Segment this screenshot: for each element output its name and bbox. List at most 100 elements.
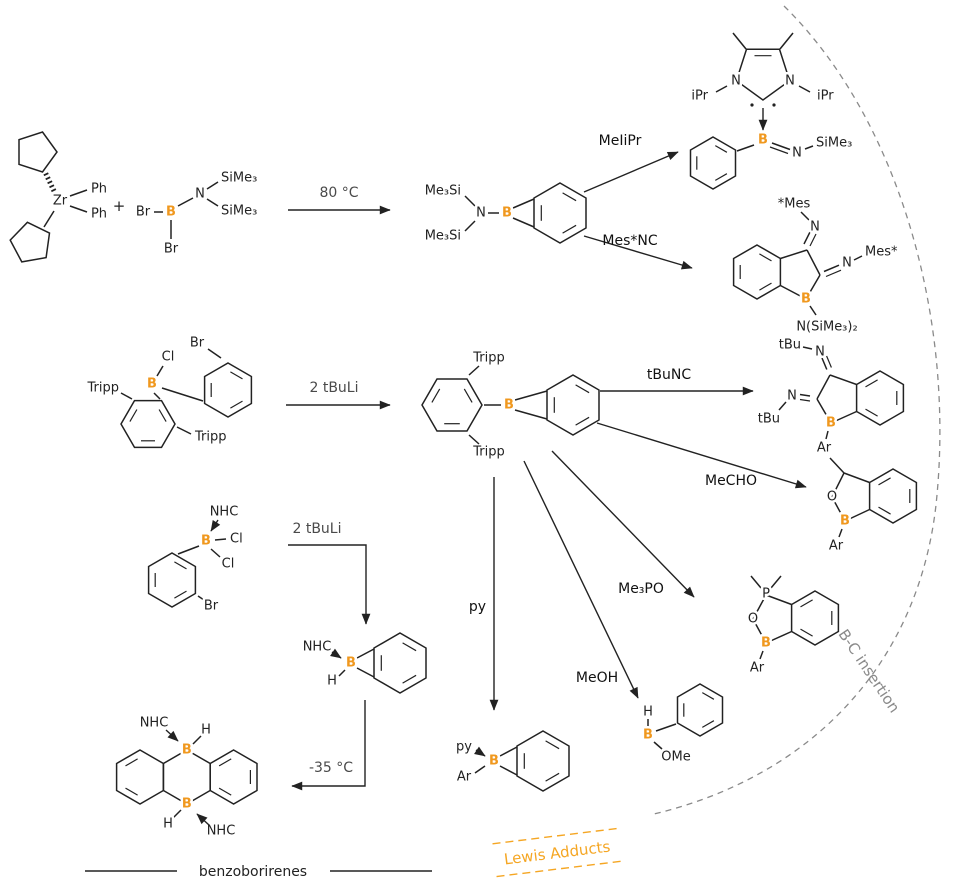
dative-arrow [210, 519, 221, 532]
cl-atom: Cl [162, 350, 175, 365]
phenyl-label: Ph [91, 207, 107, 222]
reagent-me3po: Me₃PO [618, 581, 664, 597]
boron-atom: B [840, 514, 850, 529]
tripp-group: Tripp [472, 445, 505, 460]
h-atom: H [163, 817, 173, 832]
ipr-group: iPr [691, 89, 708, 104]
nhc-group: NHC [210, 505, 239, 520]
boron-atom: B [201, 534, 211, 549]
n-atom: N [785, 74, 795, 89]
product-borirene-dimer: B B H NHC H NHC [115, 716, 258, 839]
product-amino-benzoborirene: Me₃Si Me₃Si N B [425, 182, 587, 244]
n-atom: N [815, 345, 825, 360]
condition-tbuli: 2 tBuLi [292, 521, 341, 537]
dative-arrow [474, 746, 486, 757]
dative-arrow [330, 648, 342, 659]
arrow-mecho: MeCHO [596, 422, 807, 489]
arrow-tbuli-1: 2 tBuLi [286, 380, 391, 410]
central-aryl-benzoborirene: Tripp Tripp B [421, 351, 600, 460]
ar-group: Ar [750, 661, 765, 676]
benzo-ring [868, 468, 918, 524]
arrow-minus35: -35 °C [291, 700, 366, 791]
product-mecho-insertion: O B Ar [824, 457, 918, 554]
product-meoh-adduct: H B OMe [641, 683, 724, 765]
reactant-tripp-chloroborane: Br Cl B Tripp Tripp [87, 333, 253, 449]
boron-atom: B [147, 377, 157, 392]
reagent-tbunc: tBuNC [647, 367, 691, 383]
benzo-ring [533, 182, 587, 244]
tripp-group: Tripp [87, 381, 120, 396]
boron-atom: B [182, 743, 192, 758]
phenyl-ring [147, 552, 197, 608]
me3si-group: Me₃Si [425, 229, 461, 244]
ar-group: Ar [829, 539, 844, 554]
boron-atom: B [346, 656, 356, 671]
reagent-mecho: MeCHO [705, 473, 757, 489]
h-atom: H [327, 674, 337, 689]
nhc-group: NHC [207, 824, 236, 839]
n-atom: N [842, 256, 852, 271]
ipr-group: iPr [817, 89, 834, 104]
tripp-group: Tripp [194, 430, 227, 445]
sime3-group: SiMe₃ [221, 204, 257, 219]
me3si-group: Me₃Si [425, 184, 461, 199]
reactant-dibromo-aminoborane: Br B Br N SiMe₃ SiMe₃ [133, 171, 257, 260]
aryl-ring [421, 378, 483, 432]
tbu-group: tBu [758, 412, 780, 427]
reactant-nhc-dichloroborane: NHC B Cl Cl Br [147, 505, 245, 616]
mes-star-group: Mes* [865, 245, 898, 260]
o-atom: O [748, 612, 758, 627]
reactant-zirconocene-diphenyl: Zr Ph Ph [9, 131, 107, 263]
cp-ring [9, 221, 51, 263]
benzo-ring [516, 730, 570, 792]
phenyl-label: Ph [91, 182, 107, 197]
arrow-meoh: MeOH [523, 460, 639, 699]
ar-group: Ar [817, 441, 832, 456]
n-atom: N [792, 146, 802, 161]
o-atom: O [827, 490, 837, 505]
intermediate-nhc-benzoborirene: NHC B H [303, 632, 427, 694]
h-atom: H [643, 705, 653, 720]
phenyl-ring [676, 683, 724, 737]
n-atom: N [810, 220, 820, 235]
cl-atom: Cl [230, 532, 243, 547]
arrow-tbunc: tBuNC [600, 367, 754, 396]
tbu-group: tBu [779, 338, 801, 353]
condition-80c: 80 °C [319, 185, 358, 201]
benzo-ring [732, 244, 782, 300]
arrow-me3po: Me₃PO [551, 450, 695, 598]
bc-insertion-arc [653, 5, 941, 815]
n-atom: N [195, 187, 205, 202]
lewis-adducts-label: Lewis Adducts [503, 838, 611, 869]
lone-pair-dot [772, 103, 776, 107]
benzo-ring [546, 374, 600, 436]
cl-atom: Cl [222, 557, 235, 572]
n-atom: N [731, 74, 741, 89]
cp-ring [18, 131, 58, 173]
plus-sign: + [113, 197, 126, 215]
nsime32-group: N(SiMe₃)₂ [796, 320, 857, 335]
p-atom: P [762, 587, 770, 602]
n-atom: N [787, 389, 797, 404]
boron-atom: B [801, 292, 811, 307]
ome-group: OMe [661, 750, 690, 765]
n-atom: N [476, 206, 486, 221]
condition-minus35: -35 °C [309, 760, 353, 776]
sime3-group: SiMe₃ [221, 171, 257, 186]
phenyl-ring [689, 136, 737, 190]
lone-pair-dot [750, 103, 754, 107]
boron-atom: B [643, 728, 653, 743]
caption-lewis-adducts: Lewis Adducts [492, 827, 624, 878]
reagent-meipr: MeIiPr [599, 133, 642, 149]
h-atom: H [201, 723, 211, 738]
nhc-group: NHC [140, 716, 169, 731]
arrow-80c: 80 °C [288, 185, 391, 215]
caption-bc-insertion: B-C insertion [835, 626, 904, 716]
reagent-py: py [469, 599, 486, 615]
boron-atom: B [504, 398, 514, 413]
reagent-mesnc: Mes*NC [602, 233, 657, 249]
aryl-ring [120, 399, 176, 449]
mes-star-group: *Mes [778, 197, 811, 212]
